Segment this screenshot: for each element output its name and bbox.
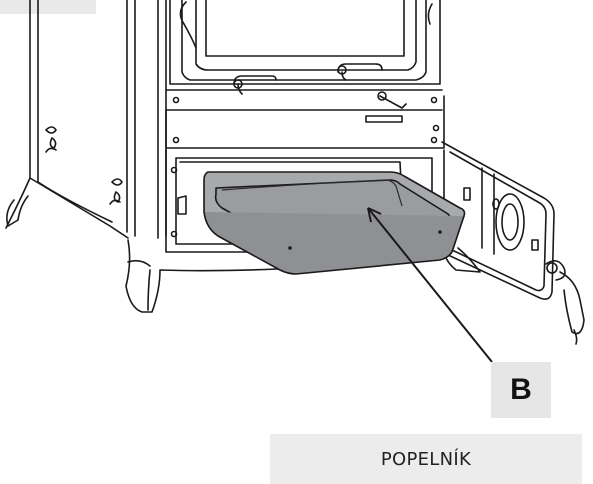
leader-line xyxy=(367,207,493,363)
corner-tab xyxy=(0,0,96,14)
caption-popelnik: POPELNÍK xyxy=(270,434,582,484)
callout-label-b: B xyxy=(491,362,551,418)
ash-pan xyxy=(203,171,466,275)
